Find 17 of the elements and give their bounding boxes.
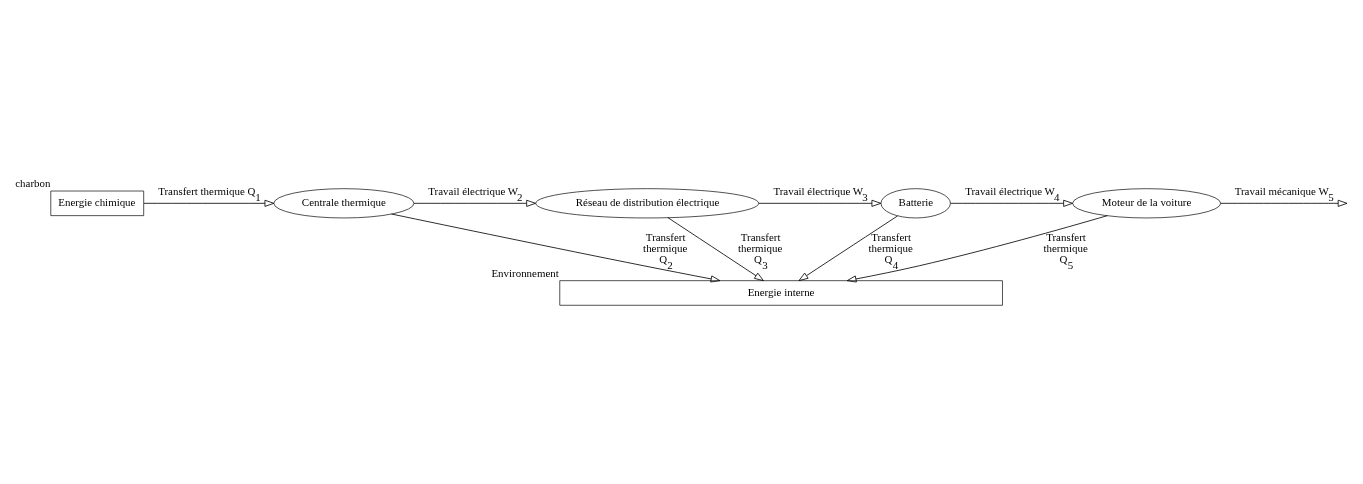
arrow <box>846 215 1108 283</box>
node-ellipse: Réseau de distribution électrique <box>535 188 760 219</box>
arrow <box>143 199 275 207</box>
node-label: Environnement <box>491 267 559 280</box>
node-box: Energie interne <box>559 280 1003 306</box>
node-label: charbon <box>15 177 51 190</box>
node-ellipse: Centrale thermique <box>273 188 415 219</box>
node-ellipse: Moteur de la voiture <box>1072 188 1221 219</box>
arrow <box>667 217 764 282</box>
arrow <box>798 215 898 281</box>
arrow <box>413 199 536 207</box>
arrow <box>1220 199 1348 207</box>
arrow <box>391 213 721 283</box>
node-ellipse: Batterie <box>880 188 951 219</box>
arrow <box>950 199 1073 207</box>
node-box: Energie chimique <box>50 190 145 216</box>
arrow <box>758 199 882 207</box>
